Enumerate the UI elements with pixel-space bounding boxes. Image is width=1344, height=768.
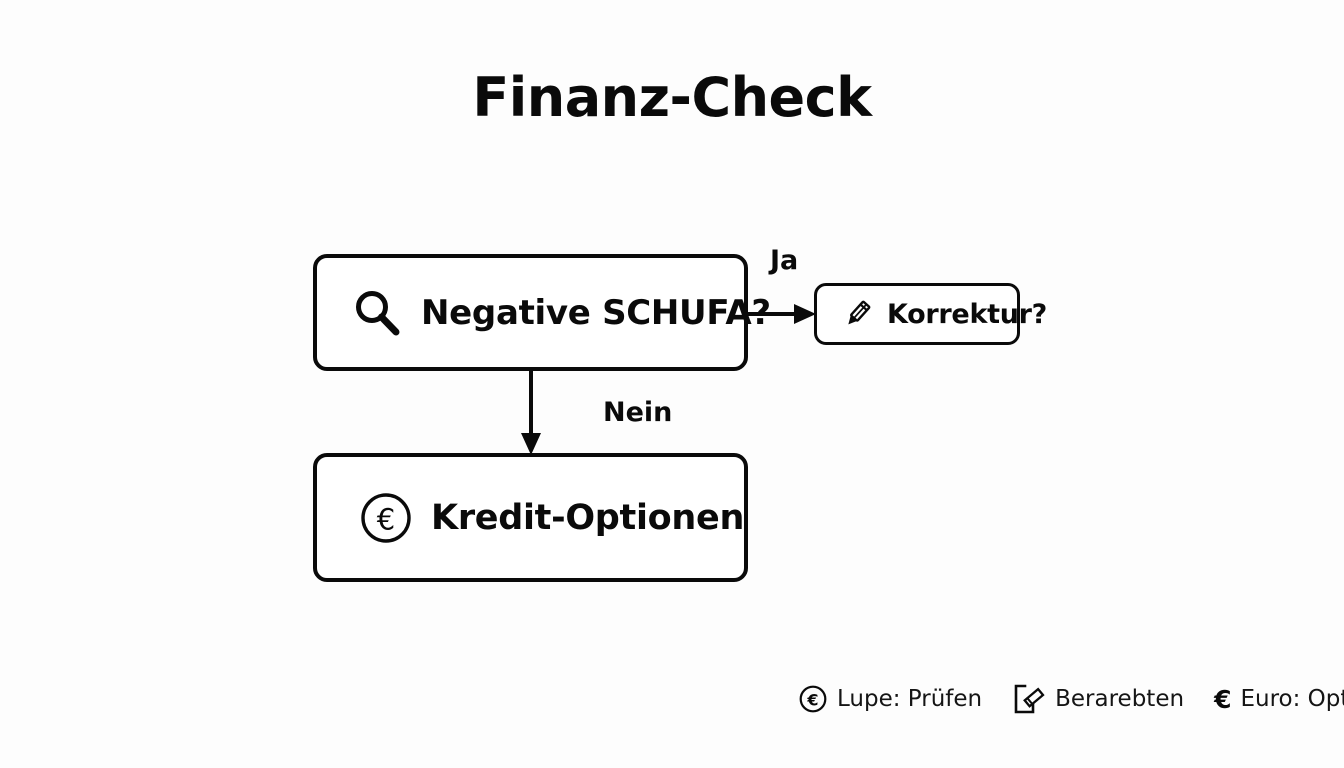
svg-text:€: € [377, 502, 395, 536]
legend-item-euro: € Euro: Optionen [1214, 686, 1344, 712]
euro-circle-icon: € [799, 685, 827, 713]
node-label-negative-schufa: Negative SCHUFA? [421, 292, 771, 333]
edge-arrow-ja [746, 304, 816, 324]
legend: € Lupe: Prüfen Berarebten € Euro: Option… [798, 679, 1344, 719]
legend-item-lupe: € Lupe: Prüfen [798, 684, 982, 714]
edge-label-nein: Nein [603, 397, 673, 428]
node-label-kredit-optionen: Kredit-Optionen [431, 497, 745, 538]
node-korrektur[interactable]: Korrektur? [814, 283, 1047, 345]
legend-label-euro: Euro: Optionen [1240, 686, 1344, 712]
page-title: Finanz-Check [472, 66, 872, 129]
svg-text:€: € [806, 691, 818, 710]
node-kredit-optionen[interactable]: € Kredit-Optionen [313, 453, 748, 582]
magnifier-icon [356, 290, 400, 335]
euro-circle-icon: € [361, 492, 411, 543]
note-pencil-icon [1014, 684, 1045, 714]
node-label-korrektur: Korrektur? [887, 298, 1048, 330]
legend-label-lupe: Lupe: Prüfen [837, 686, 983, 712]
edge-arrow-nein [521, 369, 541, 455]
legend-label-bearbeiten: Berarebten [1055, 686, 1185, 712]
euro-glyph-icon: € [1214, 684, 1232, 714]
pencil-icon [848, 300, 871, 325]
edge-label-ja: Ja [770, 245, 799, 276]
node-negative-schufa[interactable]: Negative SCHUFA? [313, 254, 771, 371]
legend-item-bearbeiten: Berarebten [1012, 683, 1184, 715]
